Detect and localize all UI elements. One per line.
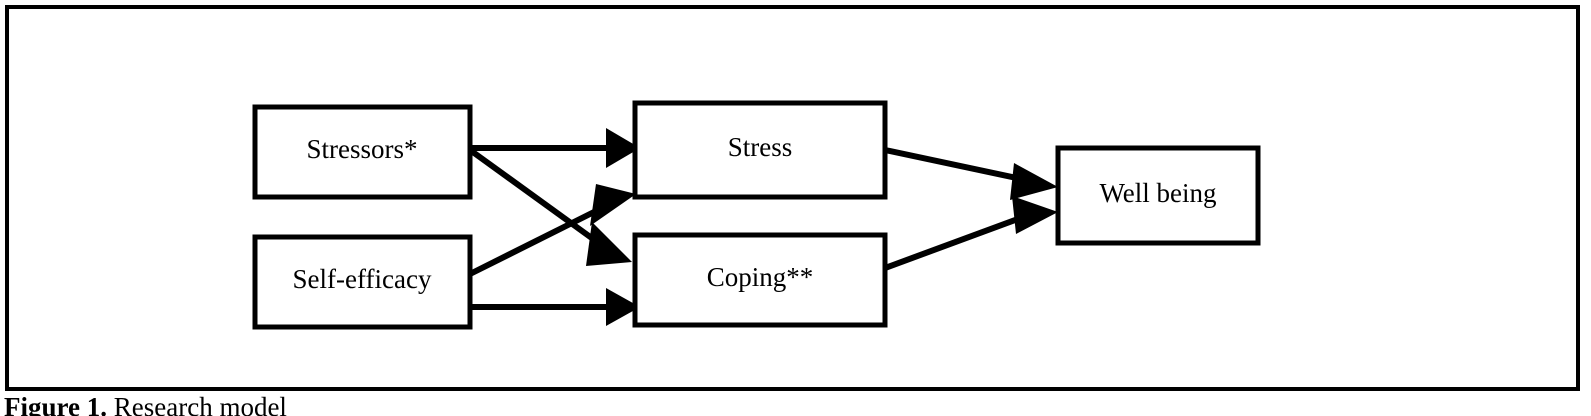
node-stressors-label: Stressors* — [306, 134, 417, 164]
node-well-being[interactable]: Well being — [1055, 145, 1261, 246]
node-self-efficacy-label: Self-efficacy — [293, 264, 432, 294]
edge-self-efficacy-to-coping — [470, 288, 640, 326]
edge-self-efficacy-to-stress — [468, 184, 636, 277]
node-stress[interactable]: Stress — [632, 100, 888, 200]
node-self-efficacy[interactable]: Self-efficacy — [252, 234, 473, 330]
edge-stressors-to-coping — [468, 147, 632, 266]
node-stress-label: Stress — [728, 132, 793, 162]
edge-coping-to-well-being — [883, 196, 1058, 271]
node-well-being-label: Well being — [1099, 178, 1216, 208]
edge-stressors-to-stress — [470, 128, 640, 168]
node-coping-label: Coping** — [707, 262, 814, 292]
figure-caption-label: Figure 1. — [4, 392, 107, 416]
node-stressors[interactable]: Stressors* — [252, 104, 473, 200]
edge-stress-to-well-being — [884, 147, 1058, 200]
figure-caption-text: Research model — [107, 392, 287, 416]
node-coping[interactable]: Coping** — [632, 232, 888, 328]
figure-caption: Figure 1. Research model — [4, 392, 904, 416]
